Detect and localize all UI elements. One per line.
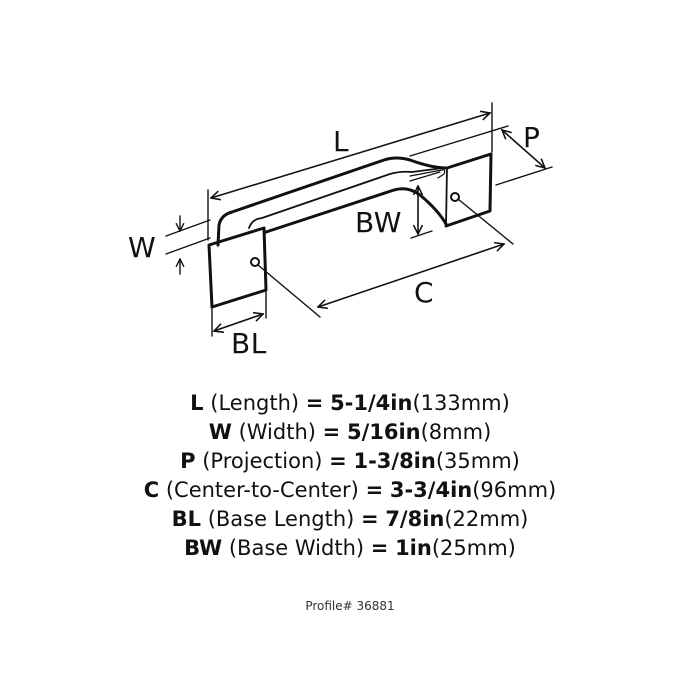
spec-code: BW xyxy=(184,536,223,560)
pull-handle-diagram: L P W BW C BL xyxy=(128,102,553,360)
profile-number: Profile# 36881 xyxy=(305,599,395,613)
spec-equals: = xyxy=(329,449,347,473)
width-label: W xyxy=(128,231,157,264)
length-label: L xyxy=(333,125,350,158)
spec-metric: (133mm) xyxy=(412,391,510,415)
spec-metric: (96mm) xyxy=(472,478,557,502)
spec-metric: (22mm) xyxy=(444,507,529,531)
spec-equals: = xyxy=(370,536,389,560)
spec-code: P xyxy=(180,449,196,473)
spec-code: W xyxy=(208,420,232,444)
handle-drawing-icon xyxy=(165,102,553,337)
base-width-label: BW xyxy=(355,206,402,239)
spec-code: C xyxy=(143,478,160,502)
left-hole xyxy=(250,257,260,267)
spec-name: (Length) xyxy=(210,391,300,415)
center-to-center-label: C xyxy=(414,276,435,309)
spec-imperial: 5/16in xyxy=(346,420,421,444)
spec-equals: = xyxy=(322,420,341,444)
spec-code: L xyxy=(190,391,204,415)
spec-name: (Projection) xyxy=(202,449,323,473)
spec-projection: P (Projection) = 1-3/8in(35mm) xyxy=(0,447,700,476)
spec-equals: = xyxy=(305,391,324,415)
spec-center-to-center: C (Center-to-Center) = 3-3/4in(96mm) xyxy=(0,476,700,505)
spec-base-width: BW (Base Width) = 1in(25mm) xyxy=(0,534,700,563)
spec-name: (Base Length) xyxy=(207,507,355,531)
right-hole xyxy=(450,192,460,202)
spec-imperial: 3-3/4in xyxy=(389,478,473,502)
spec-name: (Center-to-Center) xyxy=(165,478,359,502)
spec-equals: = xyxy=(365,478,384,502)
spec-base-length: BL (Base Length) = 7/8in(22mm) xyxy=(0,505,700,534)
projection-label: P xyxy=(523,121,541,154)
spec-length: L (Length) = 5-1/4in(133mm) xyxy=(0,389,700,418)
spec-name: (Base Width) xyxy=(228,536,365,560)
spec-metric: (35mm) xyxy=(435,449,520,473)
spec-metric: (8mm) xyxy=(420,420,492,444)
base-length-label: BL xyxy=(231,327,267,360)
spec-imperial: 1in xyxy=(395,536,432,560)
right-base xyxy=(444,152,493,228)
specifications-list: L (Length) = 5-1/4in(133mm) W (Width) = … xyxy=(0,389,700,563)
spec-width: W (Width) = 5/16in(8mm) xyxy=(0,418,700,447)
spec-equals: = xyxy=(361,507,379,531)
spec-imperial: 5-1/4in xyxy=(330,391,413,415)
spec-name: (Width) xyxy=(238,420,316,444)
spec-imperial: 1-3/8in xyxy=(353,449,436,473)
spec-code: BL xyxy=(171,507,201,531)
spec-metric: (25mm) xyxy=(431,536,516,560)
spec-imperial: 7/8in xyxy=(385,507,445,531)
